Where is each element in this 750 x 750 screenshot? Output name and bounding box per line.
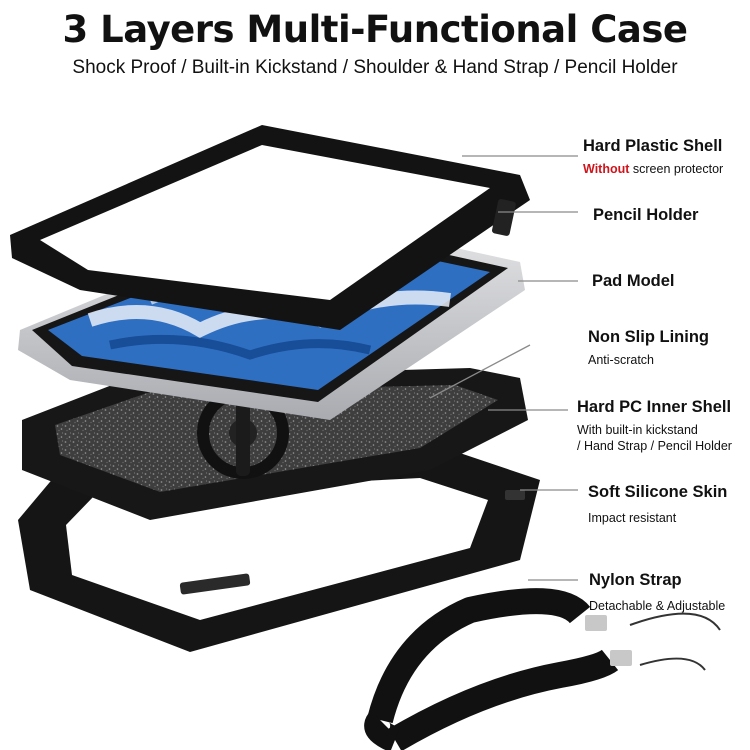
- callout-heading: Non Slip Lining: [588, 328, 709, 346]
- highlight-text: Without: [583, 162, 630, 176]
- callout-heading: Nylon Strap: [589, 571, 682, 589]
- nylon-strap-layer: [364, 588, 721, 750]
- callout-heading: Pencil Holder: [593, 206, 699, 224]
- callout-soft-silicone-skin: Soft Silicone Skin Impact resistant: [588, 483, 727, 526]
- callout-heading: Hard Plastic Shell: [583, 137, 723, 155]
- callout-subtext: With built-in kickstand / Hand Strap / Pe…: [577, 422, 732, 454]
- callout-heading: Pad Model: [592, 272, 675, 290]
- callout-subtext: Detachable & Adjustable: [589, 599, 726, 613]
- callout-heading: Hard PC Inner Shell: [577, 398, 732, 416]
- callout-nylon-strap: Nylon Strap Detachable & Adjustable: [589, 571, 725, 614]
- callout-non-slip-lining: Non Slip Lining Anti-scratch: [588, 328, 709, 368]
- callout-subtext: Without screen protector: [583, 161, 723, 177]
- callout-hard-pc-inner-shell: Hard PC Inner Shell With built-in kickst…: [577, 398, 732, 454]
- plastic-shell-layer: [10, 125, 530, 330]
- callout-heading: Soft Silicone Skin: [588, 483, 728, 501]
- leader-lines: [429, 155, 578, 581]
- subtext-rest: screen protector: [629, 162, 724, 176]
- callout-hard-plastic-shell: Hard Plastic Shell Without screen protec…: [583, 137, 723, 177]
- callout-subtext: Impact resistant: [588, 511, 677, 525]
- subtext-line2: / Hand Strap / Pencil Holder: [577, 439, 732, 453]
- product-title: 3 Layers Multi-Functional Case: [62, 8, 688, 51]
- callout-pencil-holder: Pencil Holder: [593, 206, 698, 225]
- callout-pad-model: Pad Model: [592, 272, 675, 291]
- product-subtitle: Shock Proof / Built-in Kickstand / Shoul…: [72, 57, 678, 78]
- subtext-line1: With built-in kickstand: [577, 423, 698, 437]
- callout-subtext: Anti-scratch: [588, 353, 654, 367]
